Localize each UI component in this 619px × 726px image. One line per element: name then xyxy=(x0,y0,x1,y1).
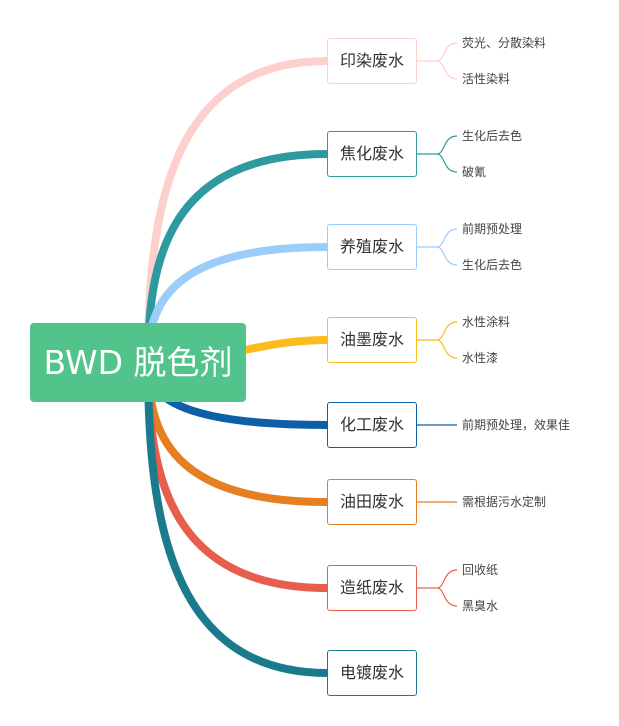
central-topic[interactable]: BWD 脱色剂 xyxy=(30,323,246,402)
leaf-topic[interactable]: 需根据污水定制 xyxy=(462,495,547,509)
leaf-bracket-1 xyxy=(417,42,458,80)
leaf-topic[interactable]: 水性漆 xyxy=(462,351,499,365)
leaf-topic[interactable]: 黑臭水 xyxy=(462,599,499,613)
leaf-topic[interactable]: 生化后去色 xyxy=(462,129,523,143)
branch-topic-7[interactable]: 造纸废水 xyxy=(327,565,417,611)
branch-topic-2[interactable]: 焦化废水 xyxy=(327,131,417,177)
leaf-topic[interactable]: 生化后去色 xyxy=(462,258,523,272)
leaf-topic[interactable]: 水性涂料 xyxy=(462,315,511,329)
branch-topic-5[interactable]: 化工废水 xyxy=(327,402,417,448)
branch-topic-1[interactable]: 印染废水 xyxy=(327,38,417,84)
leaf-topic[interactable]: 前期预处理 xyxy=(462,222,523,236)
leaf-topic[interactable]: 回收纸 xyxy=(462,563,499,577)
leaf-topic[interactable]: 活性染料 xyxy=(462,72,511,86)
leaf-bracket-4 xyxy=(417,321,458,359)
leaf-topic[interactable]: 破氰 xyxy=(462,165,487,179)
branch-topic-8[interactable]: 电镀废水 xyxy=(327,650,417,696)
leaf-topic[interactable]: 前期预处理，效果佳 xyxy=(462,418,571,432)
connector-branch-8 xyxy=(144,358,331,677)
leaf-bracket-3 xyxy=(417,228,458,266)
leaf-bracket-2 xyxy=(417,135,458,173)
connector-branch-1 xyxy=(144,57,331,366)
branch-topic-3[interactable]: 养殖废水 xyxy=(327,224,417,270)
leaf-topic[interactable]: 荧光、分散染料 xyxy=(462,36,547,50)
branch-topic-4[interactable]: 油墨废水 xyxy=(327,317,417,363)
leaf-bracket-7 xyxy=(417,569,458,607)
branch-topic-6[interactable]: 油田废水 xyxy=(327,479,417,525)
